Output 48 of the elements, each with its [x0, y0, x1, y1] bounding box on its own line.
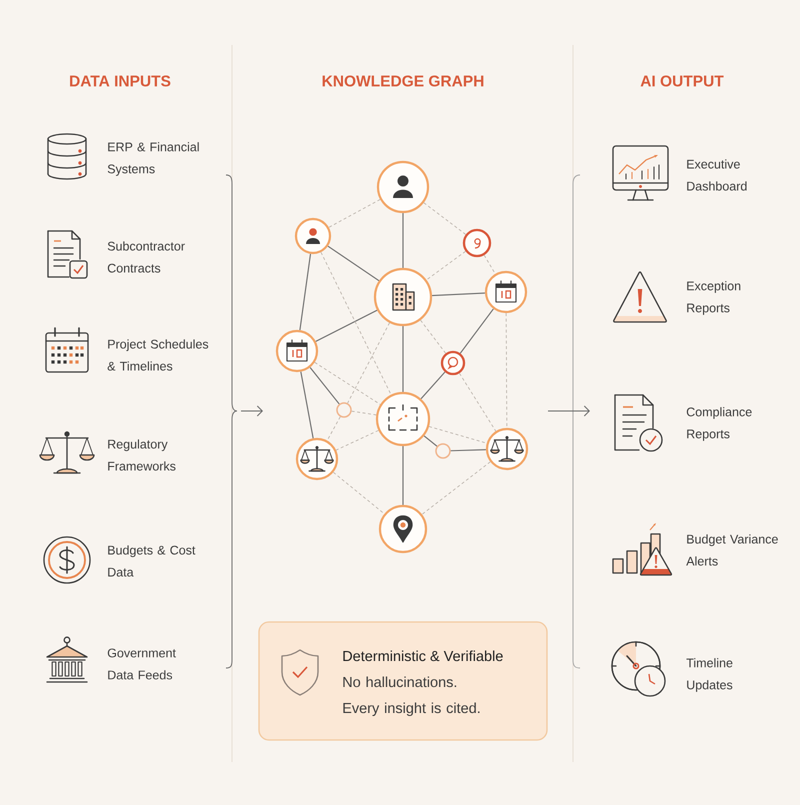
- connector-line: [328, 246, 380, 282]
- column-heading: AI OUTPUT: [640, 76, 724, 86]
- box-heading: Deterministic & Verifiable: [343, 650, 503, 662]
- connector-line: [424, 436, 438, 447]
- connector-line: [402, 213, 404, 268]
- item-label: Government Data Feeds: [108, 648, 176, 680]
- dashed-line: [326, 416, 341, 441]
- item-label: Project Schedules & Timelines: [108, 339, 208, 371]
- item-label: Timeline Updates: [686, 658, 732, 692]
- dashed-line: [314, 362, 381, 405]
- dashed-line: [347, 322, 390, 404]
- connector-line: [420, 372, 446, 400]
- item-label: ERP & Financial Systems: [108, 142, 199, 176]
- dashed-line: [351, 410, 377, 416]
- dashed-line: [320, 252, 392, 396]
- item-label: Budgets & Cost Data: [108, 545, 196, 577]
- callout-box: [258, 621, 548, 741]
- connector-line: [402, 326, 404, 392]
- dashed-line: [422, 461, 491, 515]
- dashed-line: [336, 430, 379, 450]
- item-label: Regulatory Frameworks: [108, 439, 176, 471]
- item-label: Compliance Reports: [686, 407, 752, 441]
- dashed-line: [426, 250, 466, 280]
- dashed-line: [420, 320, 446, 354]
- connector-line: [402, 446, 404, 505]
- connector-line: [299, 254, 312, 330]
- connector-line: [460, 308, 494, 354]
- connector-line: [300, 372, 314, 438]
- item-label: Executive Dashboard: [687, 159, 747, 191]
- connector-line: [450, 449, 486, 452]
- dashed-line: [506, 312, 508, 428]
- dashed-line: [423, 202, 466, 235]
- item-label: Exception Reports: [687, 281, 740, 315]
- dashed-line: [484, 254, 496, 274]
- box-text: No hallucinations. Every insight is cited.: [343, 676, 480, 716]
- graph-node: [435, 443, 451, 459]
- dashed-line: [459, 372, 496, 432]
- column-heading: DATA INPUTS: [70, 76, 170, 86]
- graph-node: [336, 402, 352, 418]
- item-label: Budget Variance Alerts: [686, 534, 778, 566]
- connector-line: [316, 310, 378, 342]
- connector-line: [432, 292, 485, 296]
- column-heading: KNOWLEDGE GRAPH: [322, 76, 484, 86]
- connector-line: [310, 367, 340, 404]
- dashed-line: [332, 472, 385, 514]
- dashed-line: [328, 199, 380, 228]
- dashed-line: [428, 426, 488, 444]
- item-label: Subcontractor Contracts: [108, 241, 185, 273]
